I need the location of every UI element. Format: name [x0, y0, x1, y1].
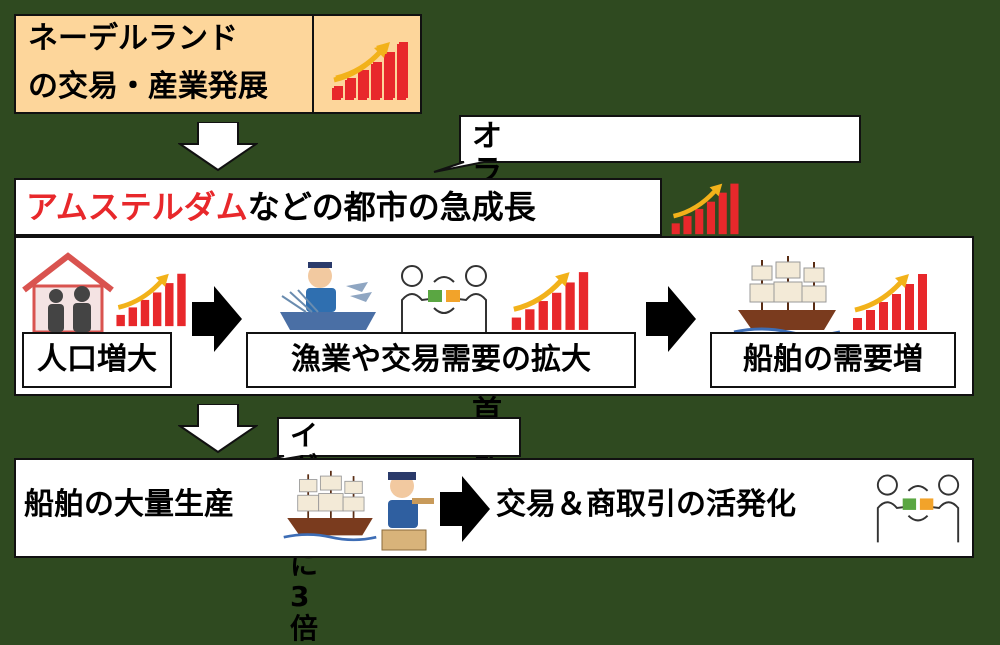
right-arrow: [192, 286, 242, 352]
sailing-ship-icon: [732, 252, 842, 336]
fisherman-icon: [276, 252, 386, 336]
growth-chart-icon: [508, 268, 594, 332]
mass-production-label: 船舶の大量生産: [24, 487, 234, 522]
trade-activation-label: 交易＆商取引の活発化: [496, 487, 796, 522]
right-arrow: [646, 286, 696, 352]
city-growth-banner: アムステルダムなどの都市の急成長: [14, 178, 662, 236]
carpenter-worker-icon: [372, 468, 438, 554]
title-line-2: の交易・産業発展: [28, 69, 268, 104]
title-line-1: ネーデルランド: [28, 21, 238, 56]
growth-chart-icon: [330, 40, 410, 102]
down-arrow: [178, 404, 258, 454]
handshake-trade-icon: [874, 470, 962, 546]
title-box: ネーデルランド の交易・産業発展: [14, 14, 408, 114]
growth-chart-icon: [114, 270, 190, 328]
growth-chart-icon: [848, 270, 934, 332]
demand-expansion-label: 漁業や交易需要の拡大: [246, 332, 636, 388]
handshake-trade-icon: [398, 262, 490, 338]
down-arrow: [178, 122, 258, 172]
ship-demand-label: 船舶の需要増: [710, 332, 956, 388]
sailing-ship-icon: [282, 464, 378, 544]
amsterdam-highlight: アムステルダム: [26, 188, 248, 226]
growth-chart-icon: [668, 180, 744, 236]
population-label: 人口増大: [22, 332, 172, 388]
house-family-icon: [20, 250, 116, 332]
city-growth-rest: などの都市の急成長: [247, 188, 536, 226]
row3-panel: [14, 458, 974, 558]
city-growth-text: アムステルダムなどの都市の急成長: [26, 189, 536, 226]
right-arrow: [440, 476, 490, 542]
